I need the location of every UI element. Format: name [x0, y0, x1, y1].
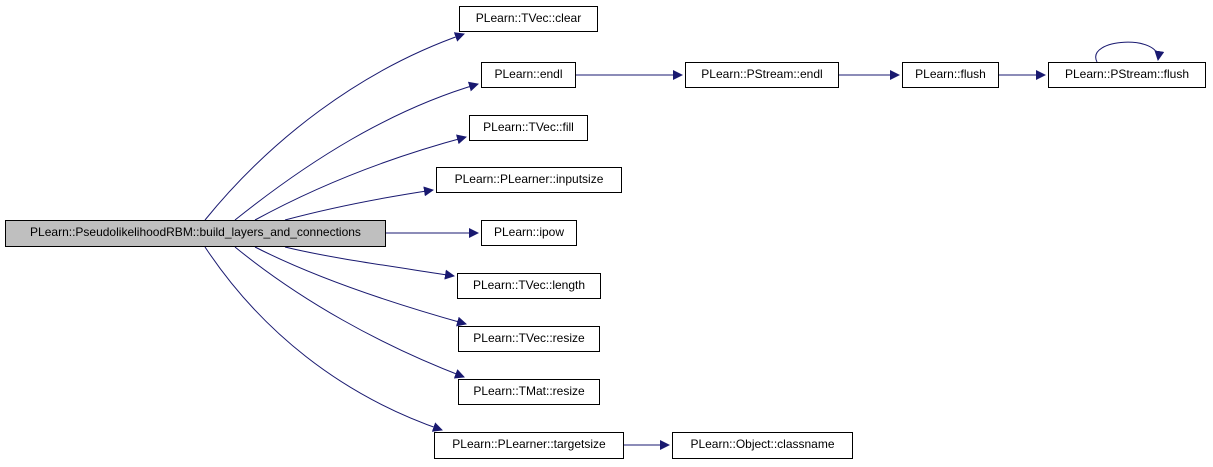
node-plearner-inputsize[interactable]: PLearn::PLearner::inputsize: [436, 167, 622, 193]
node-plearner-targetsize[interactable]: PLearn::PLearner::targetsize: [434, 432, 624, 459]
node-flush[interactable]: PLearn::flush: [902, 62, 999, 88]
edge-root-to-tvec-fill: [254, 134, 467, 221]
edge-root-to-targetsize: [204, 246, 443, 432]
node-object-classname[interactable]: PLearn::Object::classname: [672, 432, 853, 459]
edge-root-to-inputsize: [284, 186, 434, 221]
node-tvec-length[interactable]: PLearn::TVec::length: [457, 273, 601, 299]
node-tmat-resize[interactable]: PLearn::TMat::resize: [458, 379, 600, 405]
edge-root-to-tvec-length: [284, 246, 455, 280]
node-pstream-endl[interactable]: PLearn::PStream::endl: [685, 62, 839, 88]
edge-pstream-flush-to-pstream-flush: [1095, 41, 1165, 63]
node-tvec-fill[interactable]: PLearn::TVec::fill: [469, 115, 588, 141]
node-tvec-resize[interactable]: PLearn::TVec::resize: [458, 326, 600, 352]
node-build-layers-and-connections: PLearn::PseudolikelihoodRBM::build_layer…: [5, 220, 386, 247]
edge-root-to-tmat-resize: [234, 246, 465, 379]
edge-root-to-tvec-clear: [204, 32, 465, 221]
edge-root-to-tvec-resize: [254, 246, 467, 327]
node-ipow[interactable]: PLearn::ipow: [481, 220, 577, 246]
edge-root-to-endl: [234, 81, 479, 221]
node-pstream-flush[interactable]: PLearn::PStream::flush: [1048, 62, 1206, 88]
node-tvec-clear[interactable]: PLearn::TVec::clear: [459, 6, 598, 32]
node-endl[interactable]: PLearn::endl: [481, 62, 576, 88]
